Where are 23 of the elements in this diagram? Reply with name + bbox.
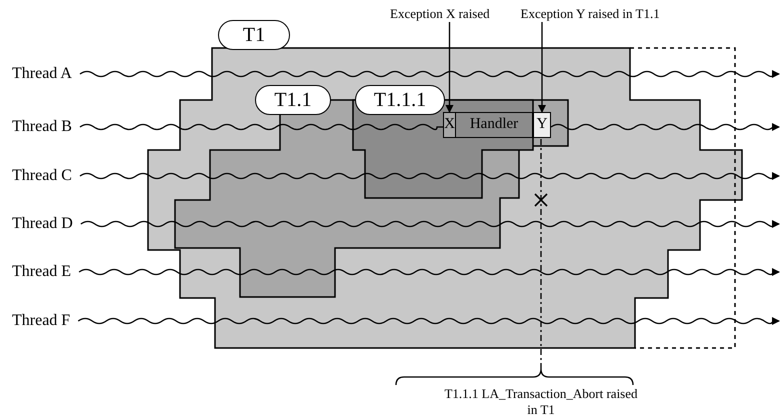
handler-box: X <box>443 112 456 138</box>
caption-note: T1.1.1 LA_Transaction_Abort raised in T1 <box>443 386 639 418</box>
transaction-label: T1 <box>218 20 290 50</box>
thread-label: Thread D <box>12 215 73 233</box>
transaction-label: T1.1 <box>255 85 331 115</box>
handler-box: Y <box>533 112 551 138</box>
thread-label: Thread A <box>12 65 72 83</box>
thread-label: Thread B <box>12 118 72 136</box>
exception-note: Exception Y raised in T1.1 <box>520 6 660 22</box>
thread-arrow <box>80 220 780 228</box>
thread-label: Thread C <box>12 167 72 185</box>
leader-arrow <box>538 22 546 113</box>
exception-note: Exception X raised <box>390 6 490 22</box>
thread-arrow <box>80 172 780 180</box>
thread-label: Thread F <box>12 312 70 330</box>
thread-arrow <box>80 70 780 78</box>
thread-label: Thread E <box>12 263 72 281</box>
transaction-label: T1.1.1 <box>355 85 445 115</box>
thread-arrow <box>78 268 780 276</box>
thread-arrow <box>79 123 780 131</box>
leader-arrow <box>446 22 454 113</box>
thread-arrow <box>78 317 780 325</box>
handler-box: Handler <box>455 112 533 138</box>
